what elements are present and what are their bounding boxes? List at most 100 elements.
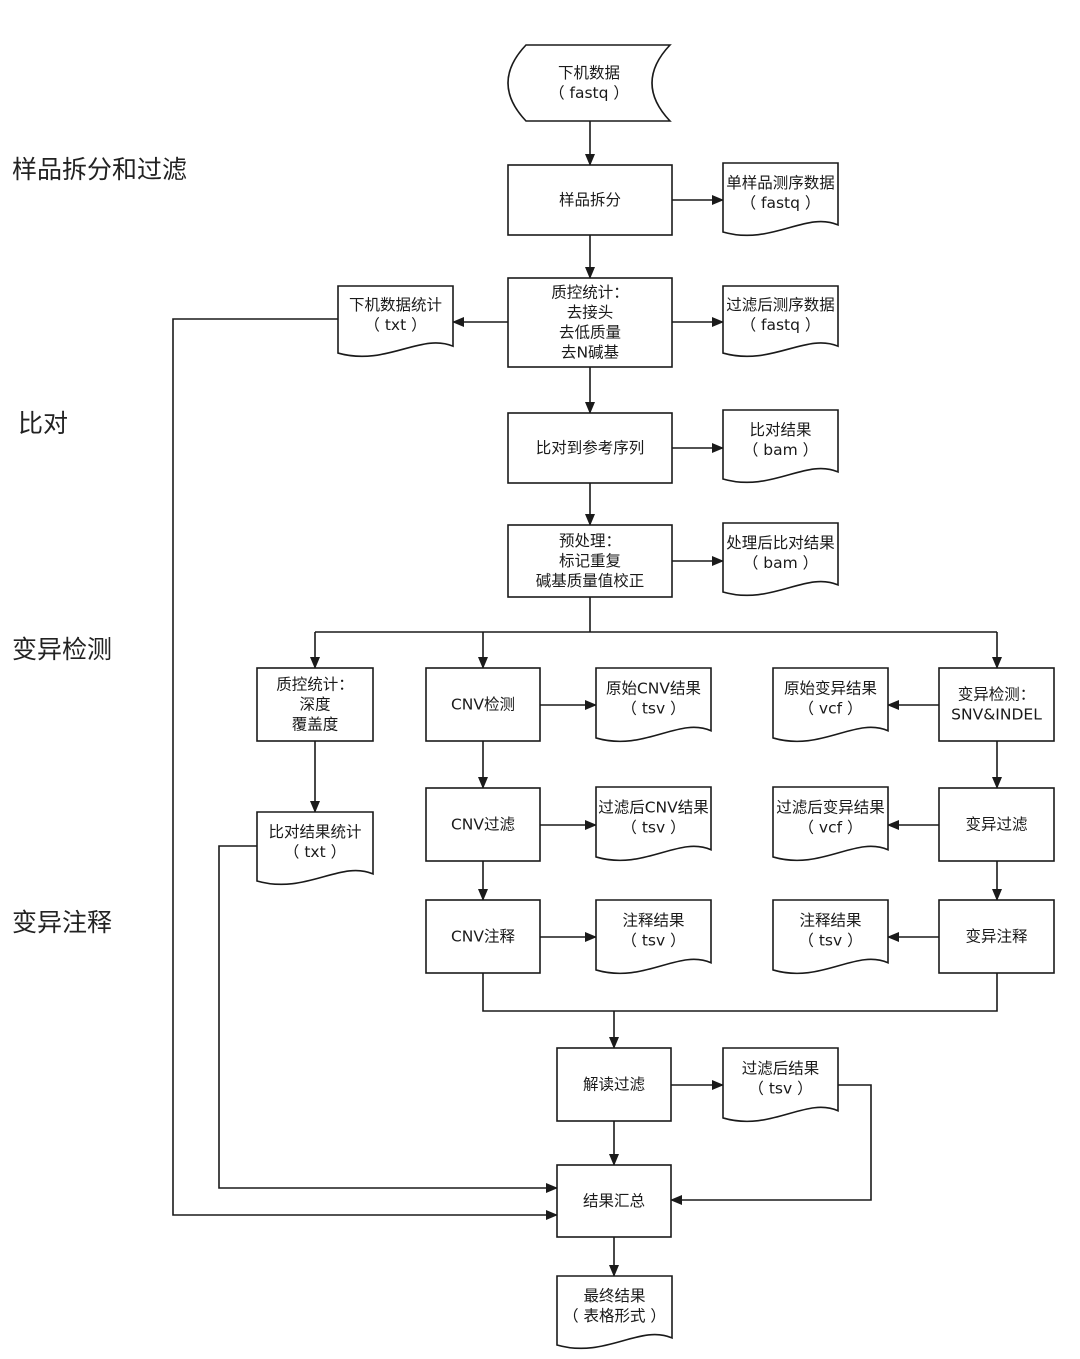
node-raw-cnv-result: 原始CNV结果（ tsv ） (595, 667, 712, 743)
document-shape (772, 786, 889, 862)
node-text-line: CNV注释 (451, 928, 516, 946)
node-text-line: CNV检测 (451, 696, 515, 714)
node-text-line: 下机数据统计 (349, 296, 442, 314)
process-box (507, 277, 673, 368)
process-box (938, 787, 1055, 862)
node-text-line: 解读过滤 (583, 1076, 645, 1094)
node-text-line: 注释结果 (799, 912, 861, 930)
node-text-line: 过滤后变异结果 (776, 799, 885, 817)
node-text-line: （ fastq ） (741, 316, 821, 334)
node-text-line: 比对结果统计 (268, 823, 361, 841)
document-shape (337, 285, 454, 358)
node-var-detect: 变异检测： SNV&INDEL (938, 667, 1055, 742)
node-var-annot: 变异注释 (938, 899, 1055, 974)
node-final-result: 最终结果（ 表格形式 ） (556, 1275, 673, 1350)
node-filtered-seq-data: 过滤后测序数据 （ fastq ） (722, 285, 839, 358)
document-shape (722, 162, 839, 237)
document-shape (722, 1047, 839, 1123)
node-text-line: 碱基质量值校正 (536, 572, 645, 590)
node-var-annot-result: 注释结果 （ tsv ） (772, 899, 889, 975)
node-summary: 结果汇总 (556, 1164, 672, 1238)
node-text-line: （ tsv ） (748, 1080, 812, 1098)
process-box (425, 899, 541, 974)
storage-shape (507, 44, 672, 122)
flow-connector (482, 973, 998, 1012)
node-interp-filter: 解读过滤 (556, 1047, 672, 1122)
node-text-line: （ tsv ） (621, 700, 685, 718)
node-text-line: 比对结果 (749, 421, 811, 439)
node-text-line: （ fastq ） (549, 84, 629, 102)
node-text-line: 变异检测： (958, 686, 1036, 704)
node-text-line: 变异注释 (965, 928, 1028, 946)
node-raw-data: 下机数据 （ fastq ） (507, 44, 672, 122)
node-text-line: （ fastq ） (741, 194, 821, 212)
stage-label-variant-annotation: 变异注释 (12, 908, 113, 937)
node-text-line: （ tsv ） (621, 819, 685, 837)
node-raw-data-stats: 下机数据统计 （ txt ） (337, 285, 454, 358)
flow-connector (172, 318, 558, 1220)
node-text-line: 去N碱基 (561, 344, 619, 362)
node-text-line: 比对到参考序列 (536, 439, 645, 457)
node-text-line: 下机数据 (558, 64, 620, 82)
document-shape (772, 899, 889, 975)
node-text-line: 去接头 (567, 304, 614, 322)
document-shape (595, 667, 712, 743)
node-text-line: 注释结果 (622, 912, 684, 930)
node-text-line: （ bam ） (743, 441, 818, 459)
stage-label-variant-detection: 变异检测 (12, 635, 113, 664)
process-box (425, 667, 541, 742)
node-text-line: （ vcf ） (798, 819, 862, 837)
flow-connector (218, 845, 558, 1193)
node-text-line: 变异过滤 (965, 816, 1027, 834)
node-var-filter: 变异过滤 (938, 787, 1055, 862)
document-shape (256, 811, 374, 886)
process-box (556, 1164, 672, 1238)
document-shape (595, 786, 712, 862)
node-text-line: SNV&INDEL (951, 706, 1042, 724)
node-filtered-cnv-result: 过滤后CNV结果 （ tsv ） (595, 786, 712, 862)
process-box (507, 164, 673, 236)
node-align-ref: 比对到参考序列 (507, 412, 673, 484)
stage-label-split-filter: 样品拆分和过滤 (12, 155, 188, 184)
flow-connector (670, 1084, 872, 1205)
document-shape (722, 409, 839, 484)
process-box (938, 899, 1055, 974)
node-text-line: 原始变异结果 (784, 680, 877, 698)
stage-label-alignment: 比对 (18, 409, 69, 438)
node-text-line: CNV过滤 (451, 816, 515, 834)
node-text-line: （ tsv ） (798, 932, 862, 950)
node-text-line: （ tsv ） (621, 932, 685, 950)
node-text-line: （ bam ） (743, 554, 818, 572)
node-filtered-var-result: 过滤后变异结果 （ vcf ） (772, 786, 889, 862)
node-text-line: 过滤后CNV结果 (598, 799, 709, 817)
node-text-line: 单样品测序数据 (726, 174, 835, 192)
node-text-line: 去低质量 (559, 324, 621, 342)
node-text-line: 过滤后结果 (742, 1060, 820, 1078)
document-shape (722, 285, 839, 358)
node-align-result: 比对结果 （ bam ） (722, 409, 839, 484)
node-text-line: （ 表格形式 ） (563, 1307, 666, 1325)
node-align-stats: 比对结果统计 （ txt ） (256, 811, 374, 886)
node-cnv-annot-result: 注释结果 （ tsv ） (595, 899, 712, 975)
process-box (556, 1047, 672, 1122)
process-box (507, 412, 673, 484)
node-text-line: 质控统计： (551, 284, 629, 302)
node-cnv-detect: CNV检测 (425, 667, 541, 742)
node-single-sample-data: 单样品测序数据 （ fastq ） (722, 162, 839, 237)
node-text-line: （ txt ） (284, 843, 346, 861)
document-shape (772, 667, 889, 743)
process-box (425, 787, 541, 862)
node-text-line: （ txt ） (364, 316, 426, 334)
process-box (938, 667, 1055, 742)
node-text-line: 预处理： (559, 532, 621, 550)
node-cnv-filter: CNV过滤 (425, 787, 541, 862)
node-text-line: 过滤后测序数据 (726, 296, 835, 314)
node-text-line: 标记重复 (559, 552, 621, 570)
node-text-line: 结果汇总 (583, 1192, 645, 1210)
node-text-line: 样品拆分 (559, 191, 621, 209)
